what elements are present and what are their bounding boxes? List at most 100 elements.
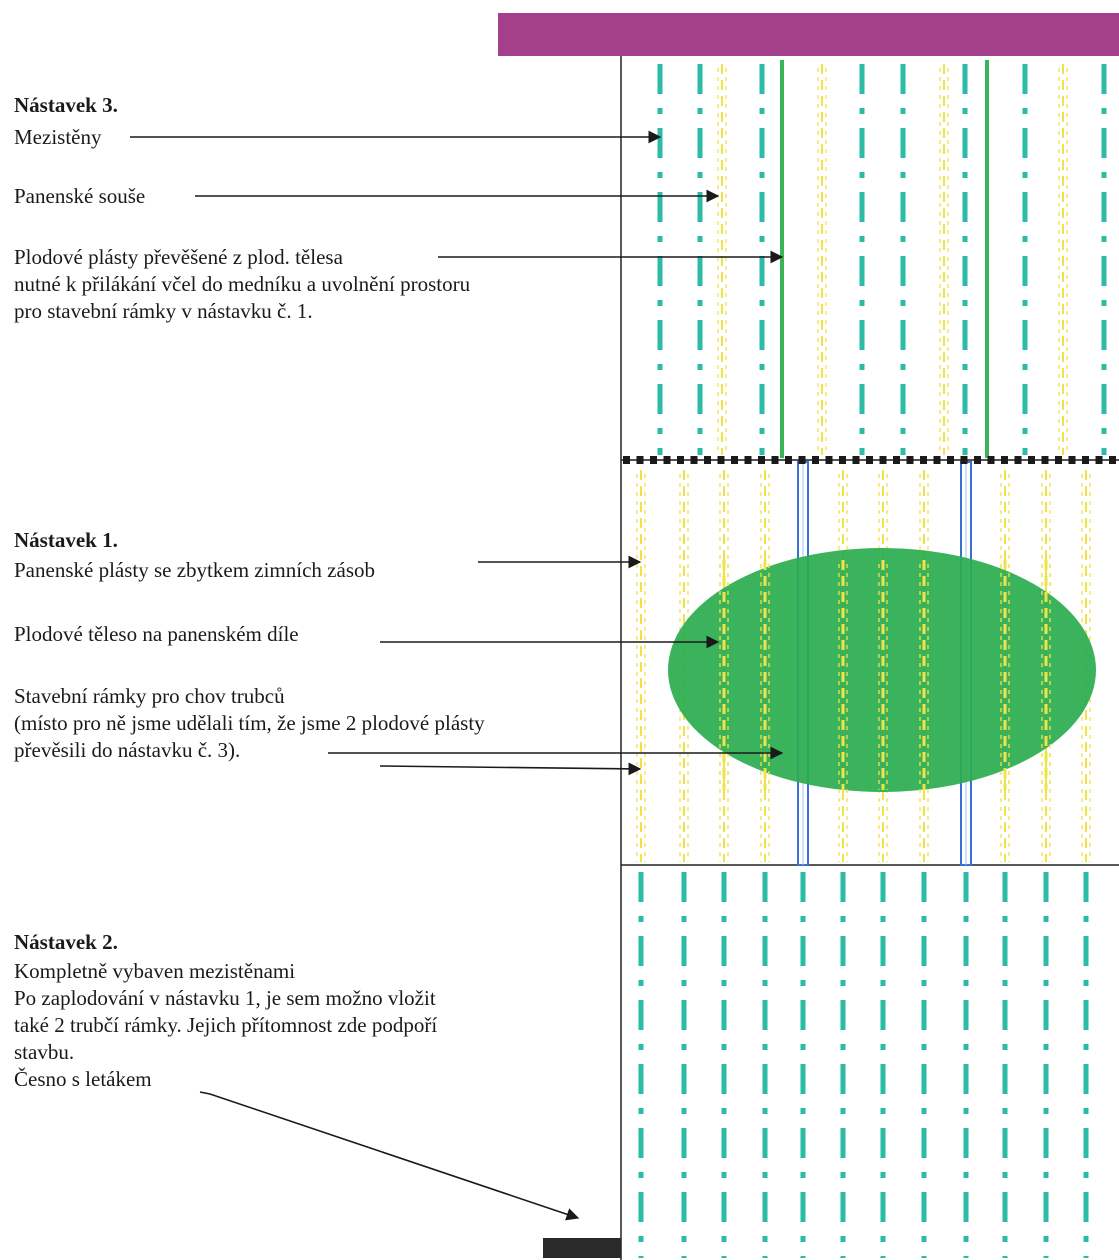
foundation-frame: [921, 872, 927, 1258]
text-line: nutné k přilákání včel do medníku a uvol…: [14, 272, 471, 296]
excluder-bar: [1109, 456, 1116, 464]
excluder-bar: [623, 456, 630, 464]
excluder-bar: [852, 456, 860, 464]
text-line: (místo pro ně jsme udělali tím, že jsme …: [14, 711, 485, 735]
excluder-bar: [771, 456, 779, 464]
moved-brood-comb: [985, 60, 989, 458]
excluder-bar: [1041, 456, 1049, 464]
hive-entrance: [543, 1238, 621, 1258]
foundation-frame: [1022, 64, 1028, 455]
box-1-title: Nástavek 1.: [14, 528, 118, 552]
foundation-frame: [963, 872, 969, 1258]
box-1-frames: [636, 461, 1091, 866]
excluder-bar: [1028, 456, 1035, 464]
foundation-frame: [800, 872, 806, 1258]
label-mezisteny: Mezistěny: [14, 125, 102, 149]
arrow-mezistenami: [379, 762, 642, 776]
text-line: Stavební rámky pro chov trubců: [14, 684, 285, 708]
foundation-frame: [962, 64, 968, 455]
excluder-bar: [677, 456, 684, 464]
excluder-bar: [893, 456, 900, 464]
brood-body-ellipse: [668, 548, 1096, 792]
excluder-bar: [879, 456, 887, 464]
label-panenske-suse: Panenské souše: [14, 184, 146, 208]
text-line: Česno s letákem: [14, 1067, 152, 1091]
foundation-frame: [900, 64, 906, 455]
drawn-comb-frame: [636, 470, 646, 862]
excluder-bar: [1068, 456, 1076, 464]
excluder-bar: [987, 456, 995, 464]
excluder-bar: [974, 456, 981, 464]
brood-comb-frame: [1041, 560, 1051, 790]
foundation-frame: [657, 64, 663, 455]
box-3-frames: [657, 60, 1107, 458]
excluder-bar: [812, 456, 819, 464]
excluder-bar: [704, 456, 711, 464]
brood-comb-frame: [719, 560, 729, 790]
arrow-cesno: [199, 1091, 580, 1221]
label-plodove-plasty: Plodové plásty převěšené z plod. tělesa …: [14, 244, 470, 325]
box-3-title: Nástavek 3.: [14, 93, 118, 117]
excluder-bar: [690, 456, 698, 464]
excluder-bar: [636, 456, 644, 464]
label-plodove-teleso: Plodové těleso na panenském díle: [14, 622, 299, 646]
text-line: pro stavební rámky v nástavku č. 1.: [14, 299, 313, 323]
foundation-frame: [859, 64, 865, 455]
box-2-title: Nástavek 2.: [14, 930, 118, 954]
moved-brood-comb: [780, 60, 784, 458]
text-line: převěsili do nástavku č. 3).: [14, 738, 241, 762]
box-2-description: Kompletně vybaven mezistěnami Po zaplodo…: [14, 958, 437, 1093]
foundation-frame: [880, 872, 886, 1258]
text-line: Po zaplodování v nástavku 1, je sem možn…: [14, 986, 436, 1010]
excluder-bar: [758, 456, 765, 464]
text-line: stavbu.: [14, 1040, 75, 1064]
foundation-frame: [1083, 872, 1089, 1258]
brood-comb-frame: [838, 560, 848, 790]
text-line: Kompletně vybaven mezistěnami: [14, 959, 296, 983]
text-line: také 2 trubčí rámky. Jejich přítomnost z…: [14, 1013, 438, 1037]
brood-comb-frame: [760, 560, 770, 790]
excluder-bar: [731, 456, 738, 464]
excluder-bar: [663, 456, 671, 464]
brood-frames-overlay: [719, 560, 1051, 790]
excluder-bar: [717, 456, 725, 464]
foundation-frame: [638, 872, 644, 1258]
excluder-bar: [650, 456, 657, 464]
excluder-bar: [785, 456, 792, 464]
brood-comb-frame: [1000, 560, 1010, 790]
excluder-bar: [825, 456, 833, 464]
drawn-comb-frame: [939, 64, 949, 455]
foundation-frame: [721, 872, 727, 1258]
queen-excluder: [621, 456, 1119, 464]
foundation-frame: [1002, 872, 1008, 1258]
foundation-frame: [1043, 872, 1049, 1258]
label-stavebni-ramky: Stavební rámky pro chov trubců (místo pr…: [14, 683, 485, 764]
brood-comb-frame: [919, 560, 929, 790]
excluder-bar: [744, 456, 752, 464]
drawn-comb-frame: [817, 64, 827, 455]
excluder-bar: [839, 456, 846, 464]
text-line: Plodové plásty převěšené z plod. tělesa: [14, 245, 343, 269]
excluder-bar: [960, 456, 968, 464]
foundation-frame: [697, 64, 703, 455]
excluder-bar: [1055, 456, 1062, 464]
excluder-bar: [1082, 456, 1089, 464]
hive-roof: [498, 13, 1119, 56]
brood-comb-frame: [878, 560, 888, 790]
excluder-bar: [906, 456, 914, 464]
callout-arrows: [130, 130, 784, 1221]
foundation-frame: [681, 872, 687, 1258]
excluder-bar: [947, 456, 954, 464]
drawn-comb-frame: [717, 64, 727, 455]
foundation-frame: [1101, 64, 1107, 455]
excluder-bar: [1095, 456, 1103, 464]
foundation-frame: [759, 64, 765, 455]
box-2-frames: [638, 872, 1089, 1258]
excluder-bar: [798, 456, 806, 464]
excluder-bar: [866, 456, 873, 464]
excluder-bar: [933, 456, 941, 464]
foundation-frame: [762, 872, 768, 1258]
foundation-frame: [840, 872, 846, 1258]
drawn-comb-frame: [1058, 64, 1068, 455]
